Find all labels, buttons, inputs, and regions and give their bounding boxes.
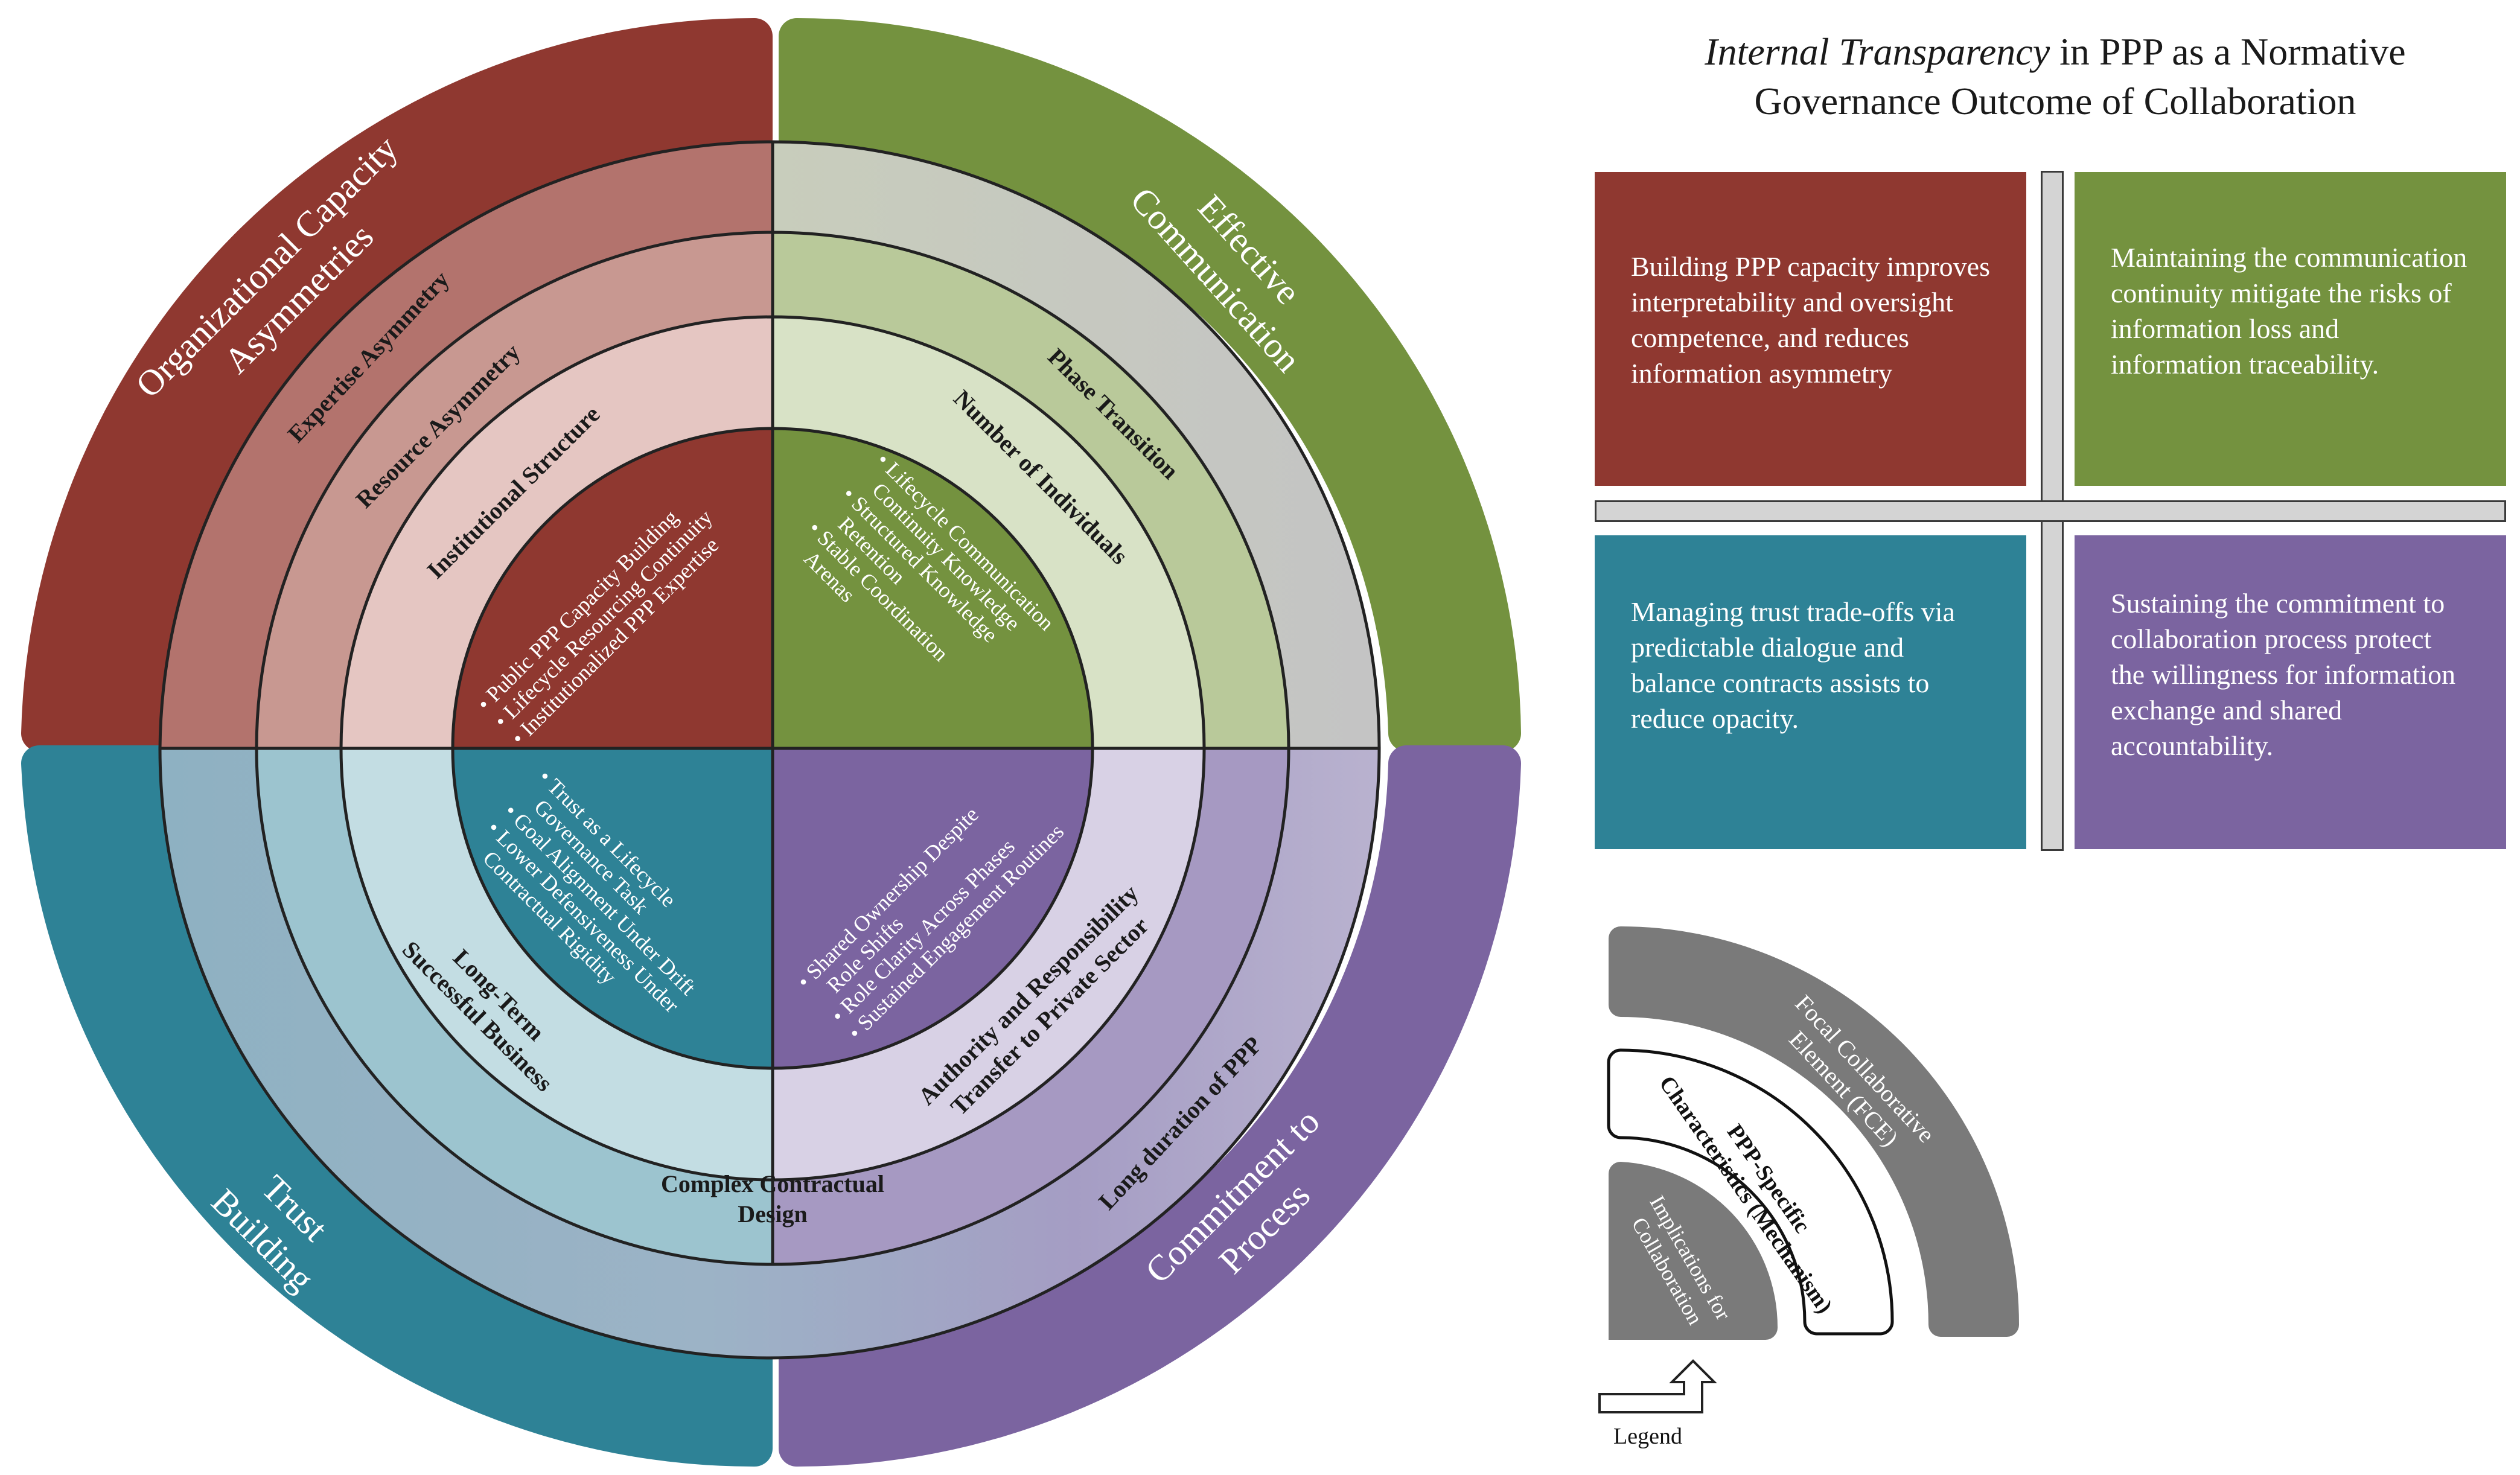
legend-outer-band [1609,926,2019,1337]
title-line1: in PPP as a Normative [2050,30,2406,73]
quadrant-red-text: Building PPP capacity improves interpret… [1631,251,1990,389]
quadrant-green-text: Maintaining the communication continuity… [2111,242,2467,380]
horizontal-divider [1595,500,2506,522]
title-italic: Internal Transparency [1705,30,2050,73]
outer-sector-red [21,18,773,752]
inner-purple [771,747,1094,1070]
collaboration-wheel: Organizational Capacity Asymmetries Effe… [21,18,1521,1467]
inner-teal [451,747,774,1070]
quadrant-teal: Managing trust trade-offs via predictabl… [1595,535,2026,849]
legend: Focal Collaborative Element (FCE) PPP-Sp… [1598,926,2019,1448]
quadrant-red: Building PPP capacity improves interpret… [1595,172,2026,486]
inner-red [451,427,774,750]
quadrant-purple: Sustaining the commitment to collaborati… [2075,535,2506,849]
ring1-label-bottom-2: Design [738,1200,808,1228]
legend-inner-band [1609,1162,1778,1340]
ring1-label-bottom: Complex Contractual [661,1170,884,1197]
legend-arrow-icon [1598,1359,1717,1413]
outer-sector-green [779,18,1521,751]
legend-middle-band [1607,1048,1894,1336]
quadrant-teal-text: Managing trust trade-offs via predictabl… [1631,596,1955,734]
outer-sector-teal [21,745,773,1467]
legend-label: Legend [1613,1424,1682,1448]
outer-sector-purple [779,745,1521,1467]
diagram-title: Internal Transparency in PPP as a Normat… [1593,27,2517,126]
quadrant-green: Maintaining the communication continuity… [2075,172,2506,486]
quadrant-purple-text: Sustaining the commitment to collaborati… [2111,587,2456,761]
inner-green [771,427,1094,750]
title-line2: Governance Outcome of Collaboration [1754,80,2356,123]
